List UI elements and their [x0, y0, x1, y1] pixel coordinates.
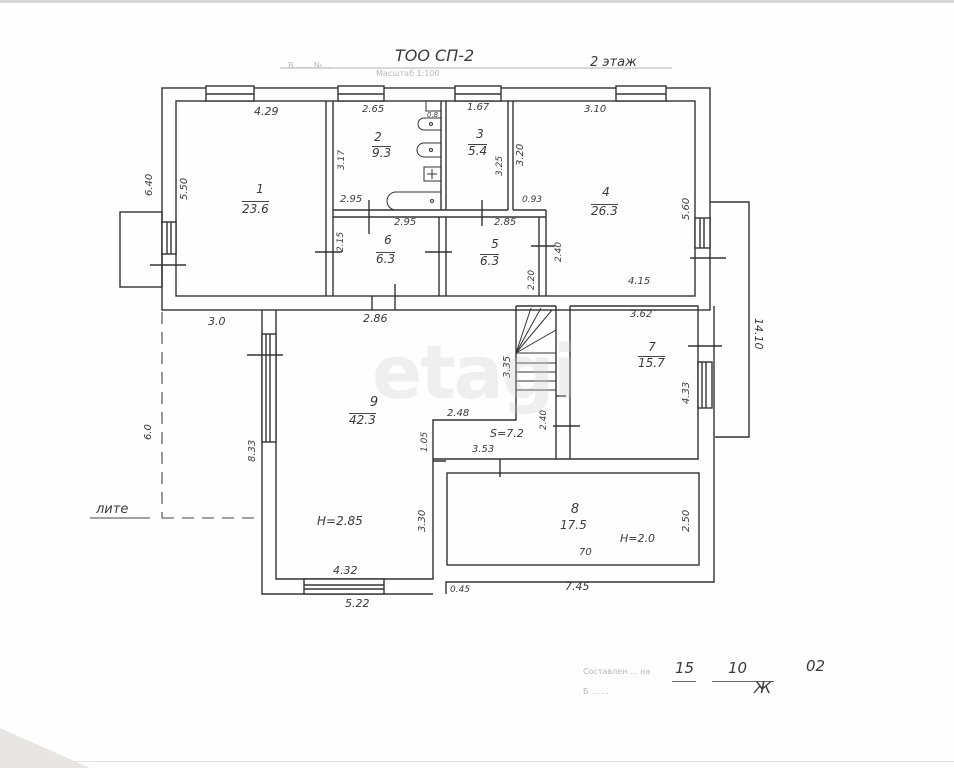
stamp-underline-day: [672, 681, 696, 682]
room-9-right-length: 3.30: [417, 509, 428, 532]
room-2-number: 2: [374, 130, 382, 144]
outer-setback-dim: 3.0: [208, 315, 226, 328]
stamp-month: 10: [728, 659, 748, 677]
room-6-number: 6: [384, 233, 392, 247]
room-9-top-dim: 2.86: [363, 312, 388, 325]
outer-left-upper-dim: 6.40: [144, 173, 155, 196]
room-4-area: 26.3: [591, 204, 618, 218]
room-2-length: 3.17: [337, 149, 347, 170]
room-4-bottom-width: 4.15: [628, 276, 651, 287]
watermark: etagi: [372, 330, 578, 416]
outer-bottom-right-dim: 7.45: [565, 580, 590, 593]
room-9-bottom-width: 4.32: [333, 564, 358, 577]
room-2-bottom-width: 2.95: [340, 194, 363, 205]
room-9-height: H=2.85: [317, 514, 363, 528]
room-9-area: 42.3: [349, 413, 376, 427]
outer-bottom-left-dim: 5.22: [345, 597, 370, 610]
hall-area: S=7.2: [490, 427, 524, 440]
room-8-area: 17.5: [560, 518, 587, 532]
room-3-length: 3.25: [495, 155, 505, 176]
faint-header-text: В ...... № ...: [288, 61, 333, 70]
room-5-number: 5: [491, 237, 499, 251]
room-6-width: 2.95: [394, 217, 417, 228]
room-4-left-length: 3.20: [515, 143, 526, 166]
room-9-number: 9: [369, 395, 379, 410]
stamp-signature: Ж: [754, 678, 772, 697]
scan-edge-bottom: [0, 761, 954, 762]
room-8-width: 2.50: [681, 509, 692, 532]
room-1-area: 23.6: [242, 201, 269, 216]
outer-bottom-step-dim: 0.45: [450, 585, 471, 595]
room-3-area: 5.4: [468, 144, 488, 158]
stamp-underline-month: [712, 681, 774, 682]
room-7-length: 4.33: [681, 381, 692, 404]
room-9-step-dim: 1.05: [420, 431, 430, 452]
scale-label: Масштаб 1:100: [376, 69, 440, 78]
stamp-faint-line-2: Б ... ...: [583, 687, 609, 696]
room-2-area: 9.3: [372, 146, 392, 160]
outer-right-total-dim: 14.10: [752, 318, 765, 350]
room-7-number: 7: [648, 340, 656, 354]
room-4-right-length: 5.60: [681, 197, 692, 220]
room-7-area: 15.7: [638, 356, 665, 370]
room-7-width: 3.62: [630, 309, 653, 320]
room-5-area: 6.3: [480, 254, 500, 268]
room-8-note: 70: [579, 547, 592, 558]
room-1-length: 5.50: [179, 177, 190, 200]
floor-label: 2 этаж: [590, 55, 637, 70]
outer-left-lower-dim: 6.0: [143, 424, 154, 440]
room-9-left-length: 8.33: [247, 439, 258, 462]
stamp-faint-line-1: Составлен ... на: [583, 667, 651, 676]
room-2-width: 2.65: [362, 104, 385, 115]
room-6-length: 2.15: [336, 231, 346, 252]
room-3-number: 3: [476, 127, 484, 141]
room-1-number: 1: [256, 182, 264, 196]
scan-edge-top: [0, 0, 954, 3]
room-4-offset: 0.93: [522, 195, 543, 205]
room-3-width: 1.67: [467, 102, 490, 113]
room-2-fixture-dim: 0.8: [427, 111, 439, 119]
stamp-year: 02: [806, 657, 826, 675]
organization-title: ТОО СП-2: [395, 46, 475, 65]
room-5-door-dim: 2.40: [554, 241, 564, 262]
room-6-area: 6.3: [376, 252, 396, 266]
room-4-number: 4: [602, 185, 610, 199]
room-8-number: 8: [570, 502, 580, 517]
hall-width: 3.53: [472, 444, 495, 455]
room-5-width: 2.85: [494, 217, 517, 228]
room-5-length: 2.20: [527, 269, 537, 290]
room-1-width: 4.29: [254, 105, 279, 118]
liter-label: лите: [96, 502, 129, 517]
room-4-top-width: 3.10: [584, 104, 607, 115]
room-8-height: H=2.0: [620, 532, 655, 545]
room-9-step-width: 2.48: [447, 408, 470, 419]
stamp-day: 15: [675, 659, 695, 677]
